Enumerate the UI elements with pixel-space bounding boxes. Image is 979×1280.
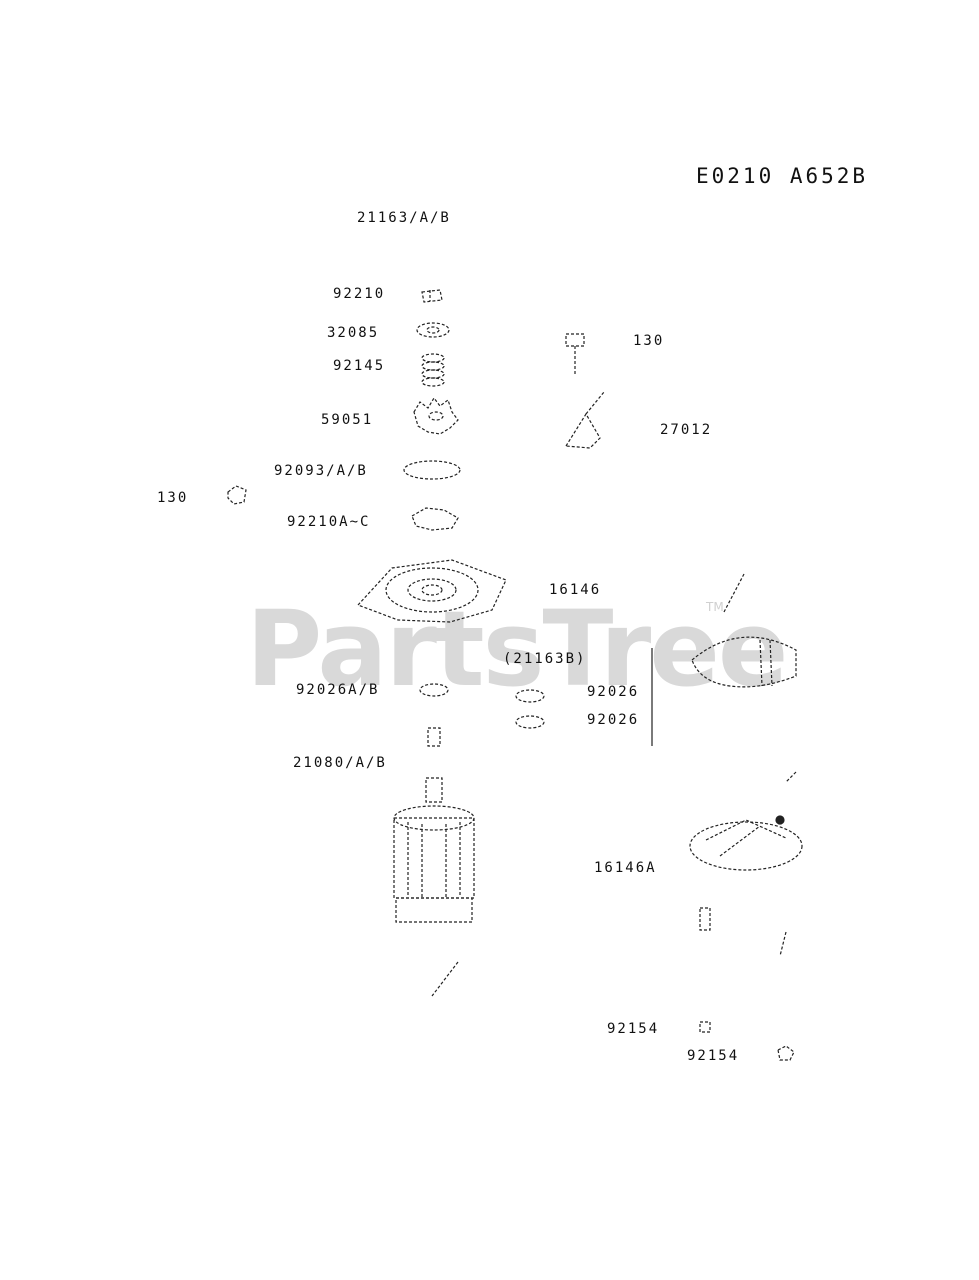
part-armature: [393, 777, 475, 997]
label-92145: 92145: [333, 358, 386, 374]
label-21163: 21163/A/B: [357, 210, 451, 226]
part-92026-a: [515, 689, 545, 703]
part-92093-gasket: [403, 460, 461, 480]
part-cover-upper: [691, 573, 797, 688]
label-32085: 32085: [327, 325, 380, 341]
label-92026-1: 92026: [587, 684, 640, 700]
label-92026ab: 92026A/B: [296, 682, 380, 698]
part-27012-lever: [564, 391, 605, 449]
part-16146-housing: [356, 559, 507, 623]
part-21080-key: [427, 727, 441, 747]
label-92026-2: 92026: [587, 712, 640, 728]
label-92154-2: 92154: [687, 1048, 740, 1064]
label-92210ac: 92210A~C: [287, 514, 371, 530]
label-59051: 59051: [321, 412, 374, 428]
label-16146: 16146: [549, 582, 602, 598]
watermark: PartsTree: [246, 588, 788, 710]
label-92210: 92210: [333, 286, 386, 302]
part-92210-nut: [421, 289, 443, 303]
label-92154-1: 92154: [607, 1021, 660, 1037]
part-59051-impeller: [413, 396, 459, 435]
watermark-tm: TM: [706, 600, 724, 614]
label-92093: 92093/A/B: [274, 463, 368, 479]
part-92154-b: [777, 1045, 795, 1061]
diagram-code: E0210 A652B: [696, 164, 869, 188]
label-27012: 27012: [660, 422, 713, 438]
part-92145-spring: [421, 353, 445, 387]
label-21080: 21080/A/B: [293, 755, 387, 771]
part-130-left: [227, 485, 247, 505]
label-16146a: 16146A: [594, 860, 657, 876]
part-32085-washer: [416, 322, 450, 338]
part-92026-b: [515, 715, 545, 729]
part-92210ac: [411, 507, 459, 531]
label-130-left: 130: [157, 490, 189, 506]
part-16146a: [689, 771, 803, 957]
part-130-bolt: [565, 333, 585, 376]
part-92026ab: [419, 683, 449, 697]
label-21163b: (21163B): [503, 651, 587, 667]
label-130-right: 130: [633, 333, 665, 349]
part-92154-a: [699, 1021, 711, 1033]
